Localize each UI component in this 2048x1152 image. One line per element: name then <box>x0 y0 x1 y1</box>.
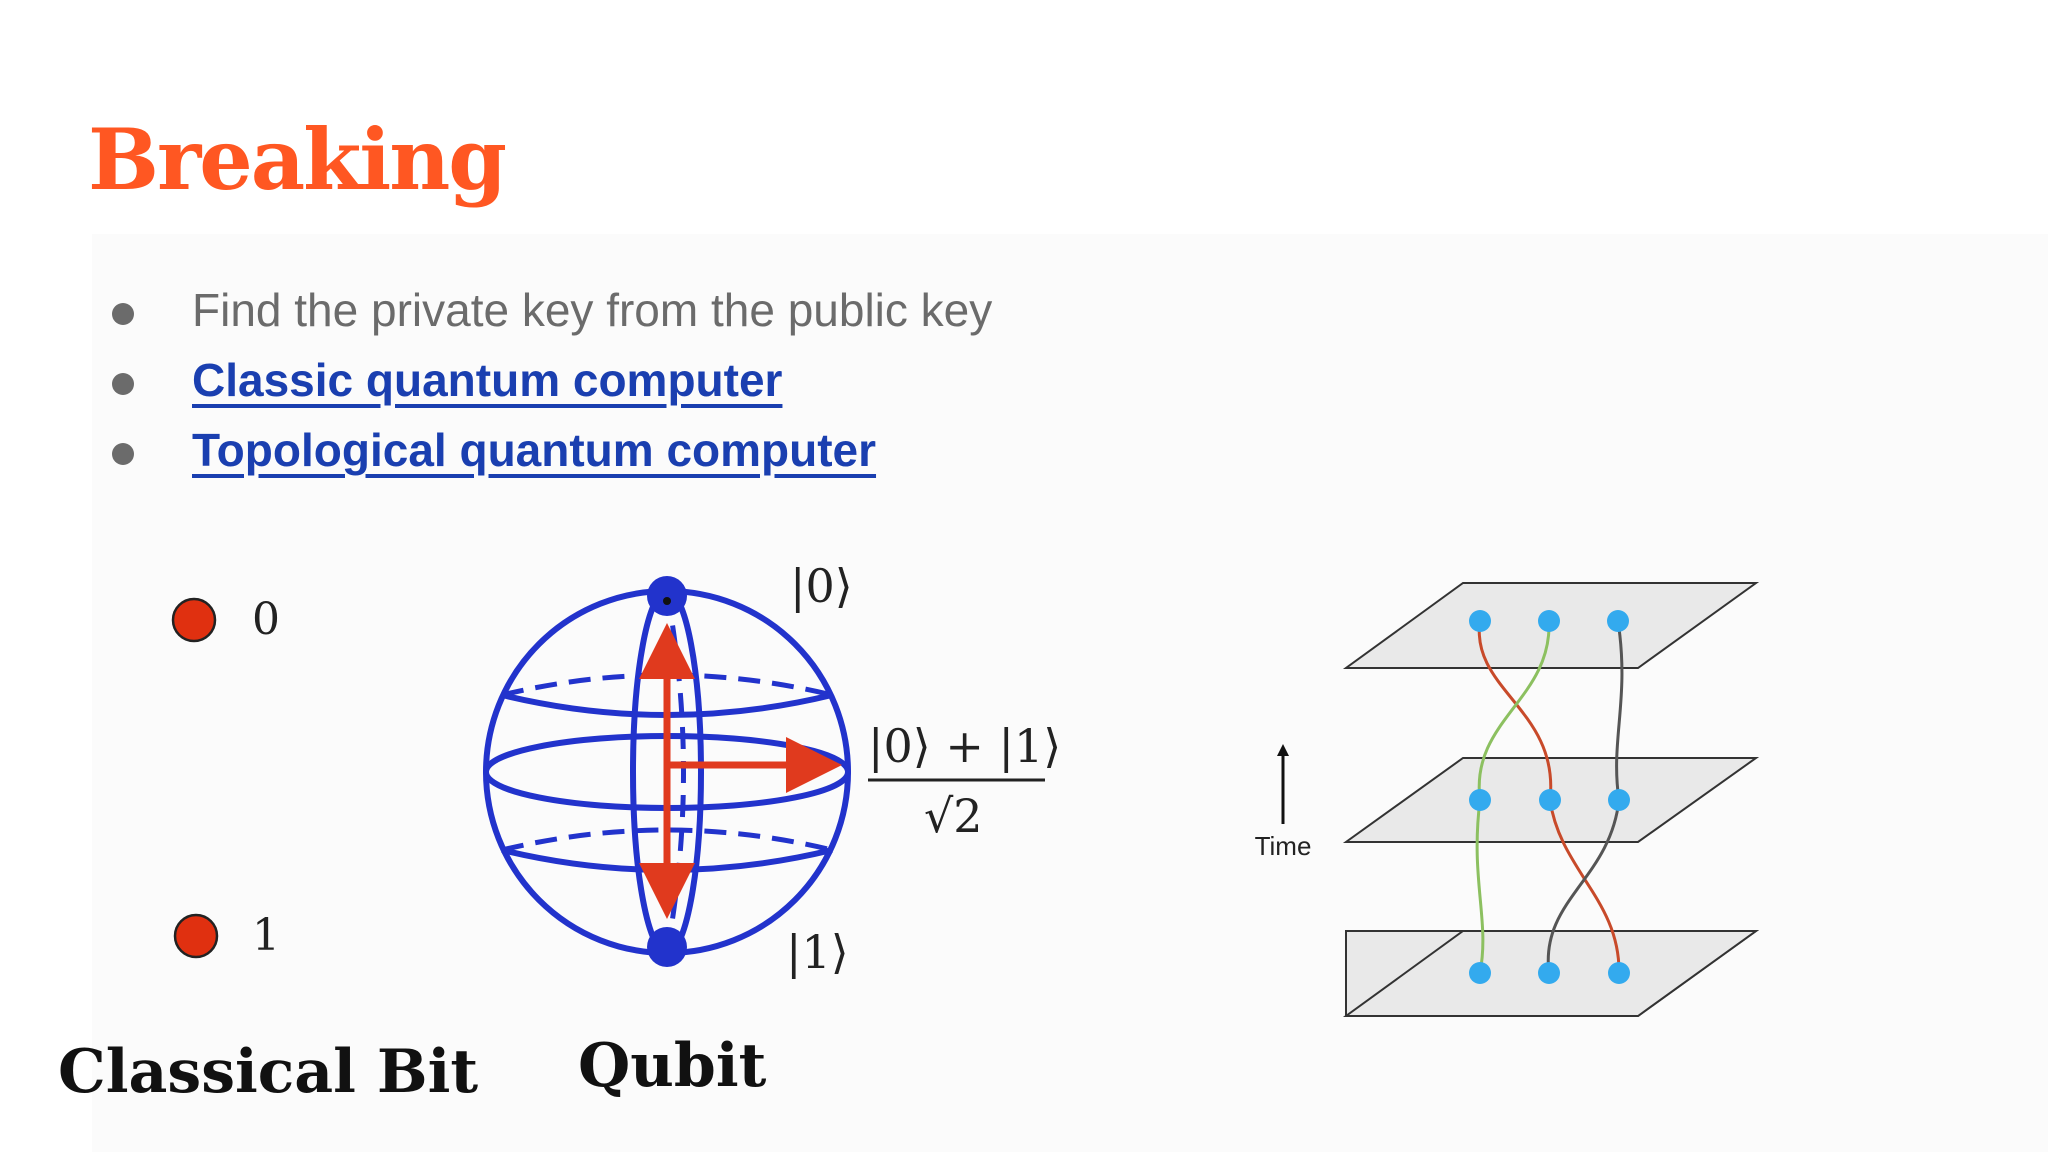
bullet-item-private-key: Find the private key from the public key <box>110 282 992 352</box>
anyon-dots <box>1469 610 1630 984</box>
bit-zero-dot <box>171 597 217 643</box>
bullet-dot <box>112 303 134 325</box>
bullet-dot <box>112 373 134 395</box>
bullet-list: Find the private key from the public key… <box>110 282 992 492</box>
bullet-item-classic-quantum: Classic quantum computer <box>110 352 992 422</box>
bullet-dot <box>112 443 134 465</box>
ket-zero-label: |0⟩ <box>790 559 853 613</box>
image-panel <box>92 234 2048 1152</box>
state-arrows <box>639 623 842 919</box>
qubit-caption: Qubit <box>578 1031 767 1101</box>
time-arrow-icon <box>1277 744 1289 756</box>
pole-zero-dot <box>647 576 687 616</box>
classical-bit-caption: Classical Bit <box>58 1037 478 1107</box>
classic-quantum-computer-link[interactable]: Classic quantum computer <box>192 354 783 406</box>
superposition-denominator: √2 <box>924 789 983 843</box>
bit-one-label: 1 <box>252 910 280 961</box>
bullet-item-topological-quantum: Topological quantum computer <box>110 422 992 492</box>
superposition-numerator: |0⟩ + |1⟩ <box>868 719 1061 773</box>
ket-one-label: |1⟩ <box>786 925 849 979</box>
pole-one-dot <box>647 927 687 967</box>
bit-one-dot <box>173 913 219 959</box>
topological-quantum-computer-link[interactable]: Topological quantum computer <box>192 424 877 476</box>
bullet-text: Find the private key from the public key <box>192 284 993 336</box>
time-label: Time <box>1255 831 1312 861</box>
braid-strands <box>1475 620 1624 974</box>
bit-zero-label: 0 <box>252 594 280 645</box>
slide-title: Breaking <box>88 110 507 209</box>
